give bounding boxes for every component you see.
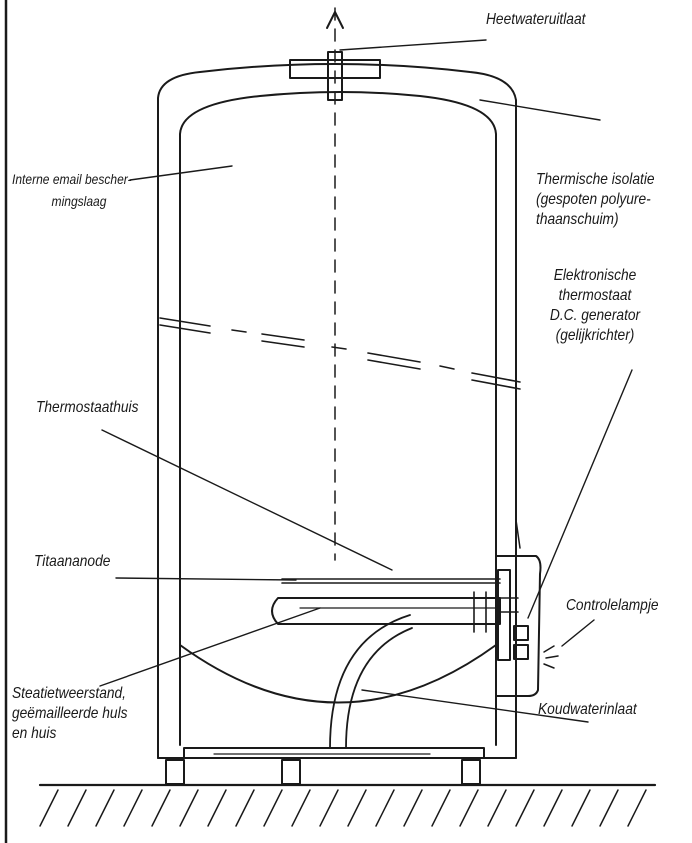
label-control-lamp: Controlelampje [566, 597, 659, 614]
steatite-resistor [271, 597, 501, 625]
label-thermostat-housing: Thermostaathuis [36, 399, 139, 416]
cold-water-pipe [329, 614, 413, 749]
leader-titanium-anode [115, 577, 297, 581]
leader-hot-water-outlet [339, 39, 487, 51]
inner-tank [179, 91, 497, 746]
label-thermal-insulation: Thermische isolatie (gespoten polyure- t… [536, 171, 655, 228]
leader-steatite-resistor [99, 607, 321, 687]
label-steatite-resistor: Steatietweerstand, geëmailleerde huls en… [12, 685, 128, 742]
outlet-arrow [326, 11, 344, 29]
label-titanium-anode: Titaananode [34, 553, 111, 570]
break-lines [159, 317, 521, 390]
leader-control-lamp [561, 619, 595, 647]
lamp-glow [543, 645, 559, 669]
control-lamp-socket [513, 644, 529, 660]
leader-internal-enamel [129, 165, 233, 181]
leader-thermal-insulation [479, 99, 601, 121]
label-electronic-thermostat: Elektronische thermostaat D.C. generator… [549, 267, 641, 344]
foot-middle [281, 759, 301, 785]
control-lamp-housing [513, 625, 529, 641]
foot-left [165, 759, 185, 785]
leader-lines [99, 39, 633, 723]
leader-thermostat-housing [101, 429, 393, 571]
leader-electronic-thermostat [527, 369, 633, 619]
control-box [495, 555, 542, 697]
base-plate [183, 747, 485, 759]
label-internal-enamel: Interne email bescher- mingslaag [12, 171, 132, 209]
floor-hatching [39, 789, 647, 827]
label-hot-water-outlet: Heetwateruitlaat [486, 11, 586, 28]
inner-tank-bottom-dome [179, 644, 497, 704]
label-cold-water-inlet: Koudwaterinlaat [538, 701, 637, 718]
foot-right [461, 759, 481, 785]
control-box-mount [497, 569, 511, 661]
leader-cold-water-inlet [361, 689, 589, 723]
